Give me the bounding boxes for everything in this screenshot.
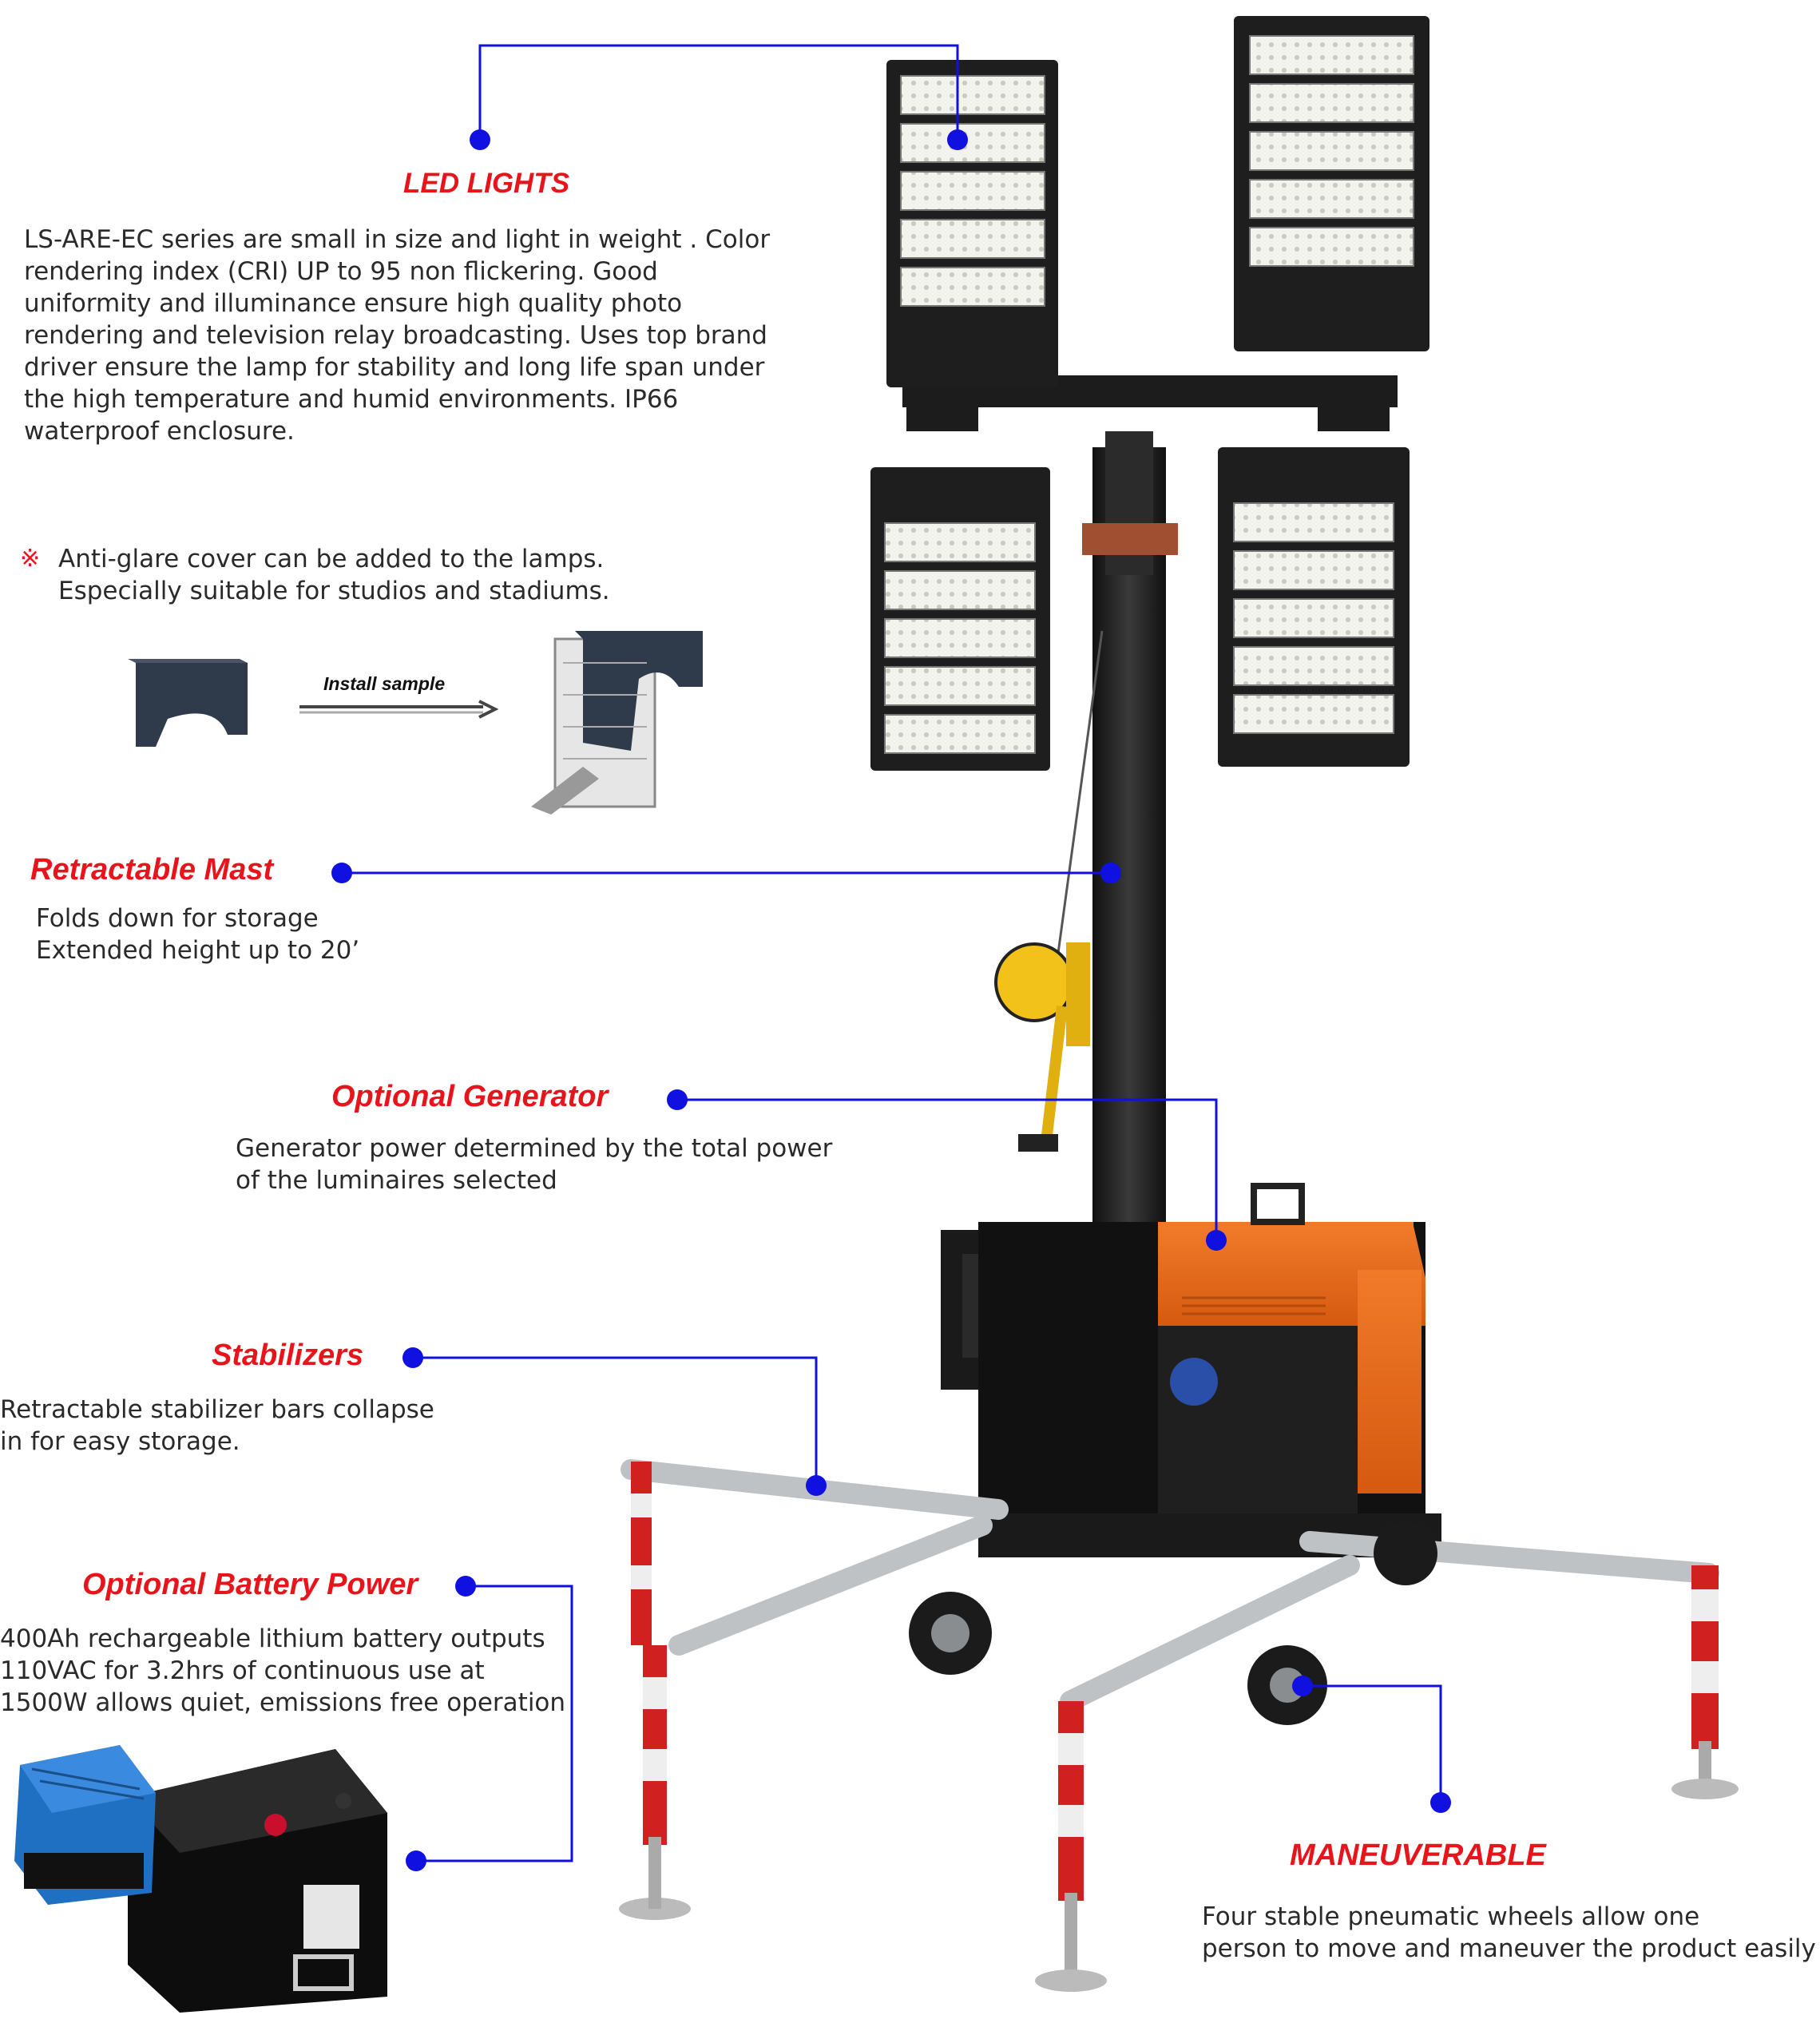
stabilizer-legs <box>619 1462 1739 1992</box>
callout-lines <box>342 44 1442 1862</box>
led-light-upper-left <box>886 60 1058 387</box>
mast-clamp <box>1082 523 1178 555</box>
install-arrow <box>299 700 499 719</box>
battery-power-title: Optional Battery Power <box>82 1568 418 1601</box>
optional-generator-description: Generator power determined by the total … <box>236 1134 833 1195</box>
optional-generator-title: Optional Generator <box>331 1080 609 1113</box>
led-light-lower-left <box>870 467 1050 771</box>
winch <box>994 630 1104 1152</box>
install-sample-image <box>531 631 703 815</box>
install-sample-label: Install sample <box>323 673 446 694</box>
led-light-lower-right <box>1218 447 1410 767</box>
anti-glare-text: Anti-glare cover can be added to the lam… <box>58 545 610 605</box>
battery-power-description: 400Ah rechargeable lithium battery outpu… <box>0 1624 566 1717</box>
maneuverable-title: MANEUVERABLE <box>1290 1839 1546 1872</box>
maneuverable-description: Four stable pneumatic wheels allow one p… <box>1202 1902 1816 1963</box>
retractable-mast-title: Retractable Mast <box>30 853 274 887</box>
generator <box>978 1183 1425 1525</box>
led-lights-title: LED LIGHTS <box>403 168 570 199</box>
led-light-upper-right <box>1234 16 1429 351</box>
led-lights-description: LS-ARE-EC series are small in size and l… <box>24 225 771 446</box>
inverter-image <box>14 1745 156 1905</box>
callout-dots <box>331 129 1451 1871</box>
anti-glare-cover-image <box>128 659 248 747</box>
stabilizers-description: Retractable stabilizer bars collapse in … <box>0 1395 434 1456</box>
battery-image <box>128 1749 387 2013</box>
stabilizers-title: Stabilizers <box>212 1339 364 1372</box>
asterisk-icon: ※ <box>20 545 41 573</box>
wheels <box>909 1521 1437 1725</box>
retractable-mast-description: Folds down for storage Extended height u… <box>36 904 360 965</box>
